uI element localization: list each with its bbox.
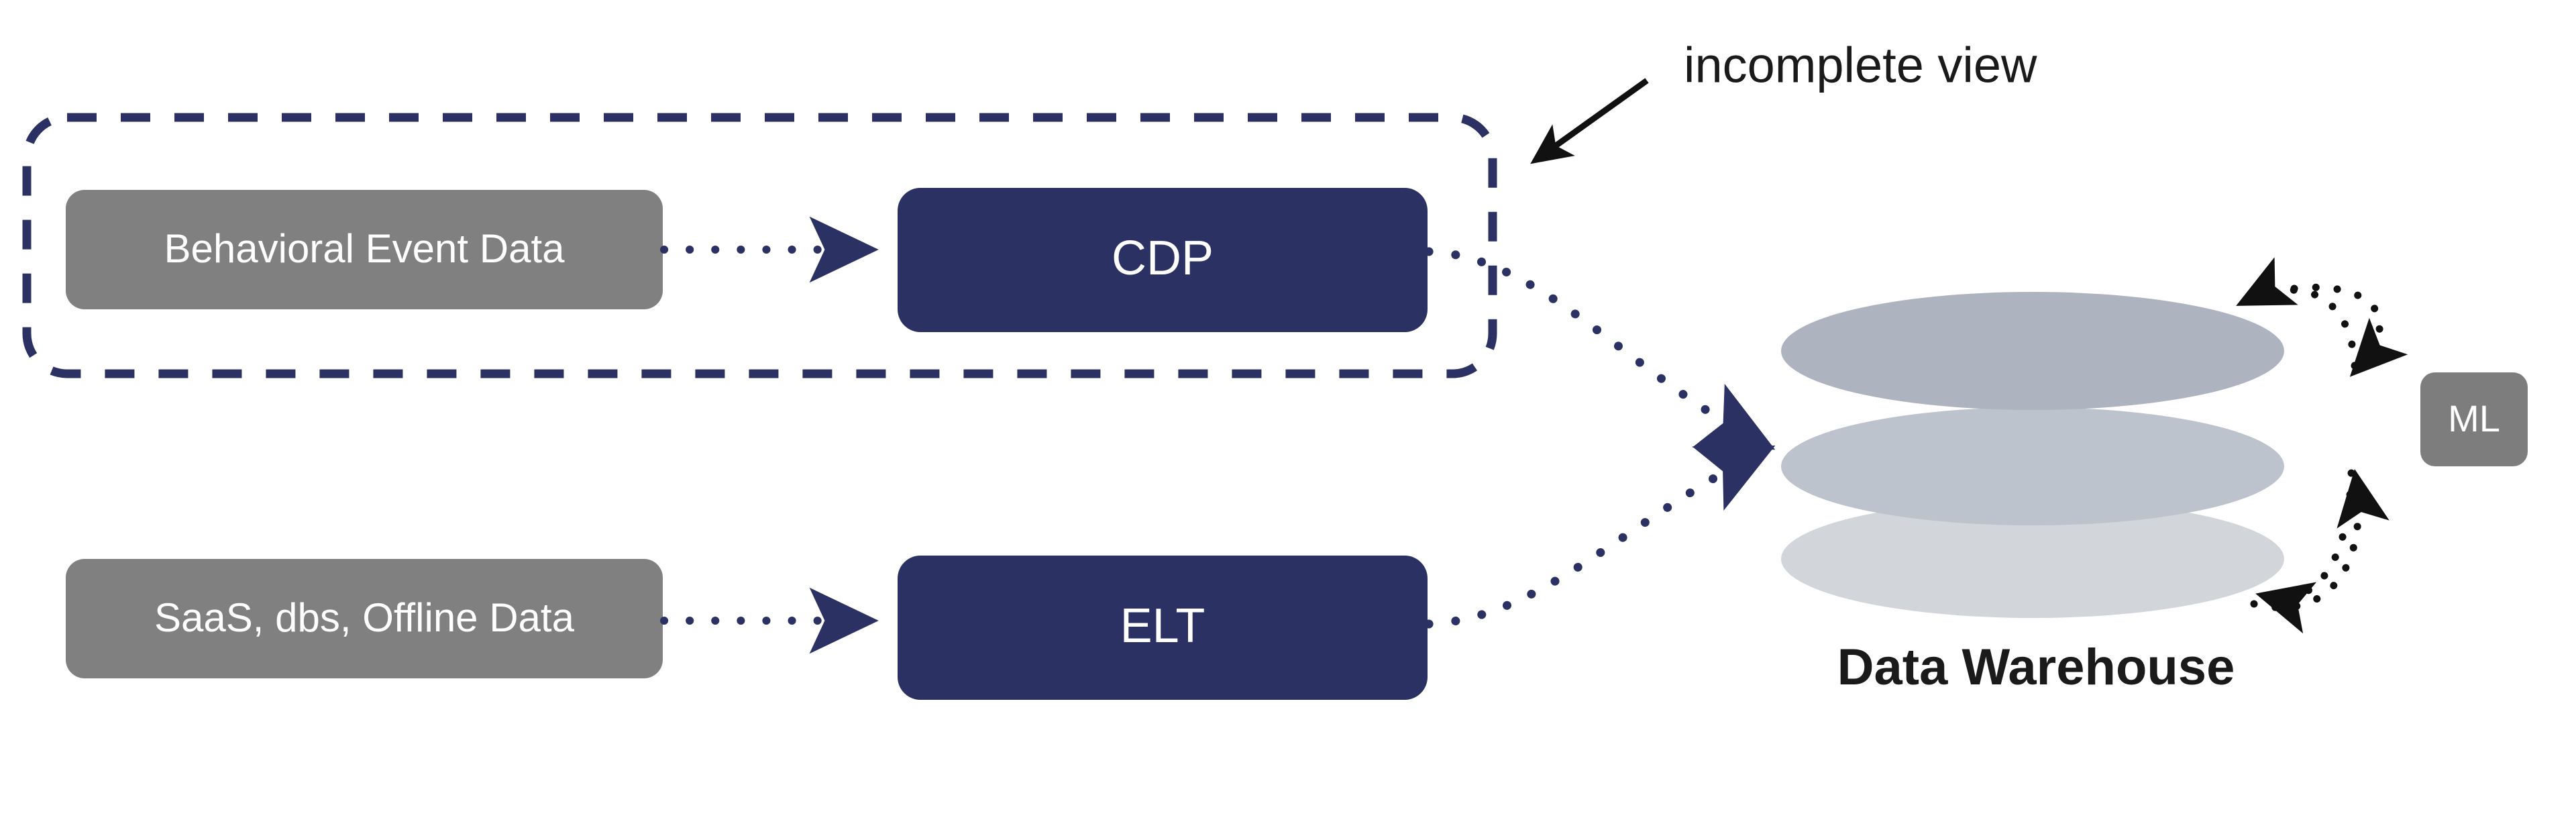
- ml-label: ML: [2448, 397, 2500, 439]
- node-behavioral-event-data[interactable]: Behavioral Event Data: [66, 190, 663, 309]
- behavioral-event-data-box[interactable]: [66, 190, 663, 309]
- edge-ml-to-warehouse-bottom: [2255, 469, 2355, 634]
- ml-box[interactable]: [2420, 372, 2528, 466]
- edge-warehouse-to-ml-top: [2290, 283, 2408, 377]
- warehouse-disk-top: [1781, 292, 2284, 410]
- incomplete-view-dashed-group: [22, 113, 1497, 378]
- node-saas-dbs-offline-data[interactable]: SaaS, dbs, Offline Data: [66, 559, 663, 678]
- elt-label: ELT: [1120, 599, 1205, 653]
- node-ml[interactable]: ML: [2420, 372, 2528, 466]
- edge-elt-to-warehouse: [1424, 445, 1776, 629]
- node-elt[interactable]: ELT: [898, 556, 1428, 700]
- annotation-arrow: [1530, 78, 1649, 164]
- warehouse-disk-middle: [1781, 407, 2284, 525]
- annotation-label: incomplete view: [1684, 38, 2037, 93]
- edge-warehouse-to-ml-bottom: [2250, 468, 2390, 611]
- cdp-label: CDP: [1112, 231, 1214, 285]
- node-data-warehouse[interactable]: Data Warehouse: [1781, 292, 2284, 696]
- data-warehouse-label: Data Warehouse: [1837, 639, 2235, 696]
- node-cdp[interactable]: CDP: [898, 188, 1428, 332]
- edge-cdp-to-warehouse: [1424, 247, 1776, 450]
- saas-dbs-offline-data-box[interactable]: [66, 559, 663, 678]
- behavioral-event-data-label: Behavioral Event Data: [164, 226, 565, 271]
- warehouse-disk-bottom: [1781, 500, 2284, 618]
- elt-box[interactable]: [898, 556, 1428, 700]
- cdp-box[interactable]: [898, 188, 1428, 332]
- saas-dbs-offline-data-label: SaaS, dbs, Offline Data: [154, 595, 575, 640]
